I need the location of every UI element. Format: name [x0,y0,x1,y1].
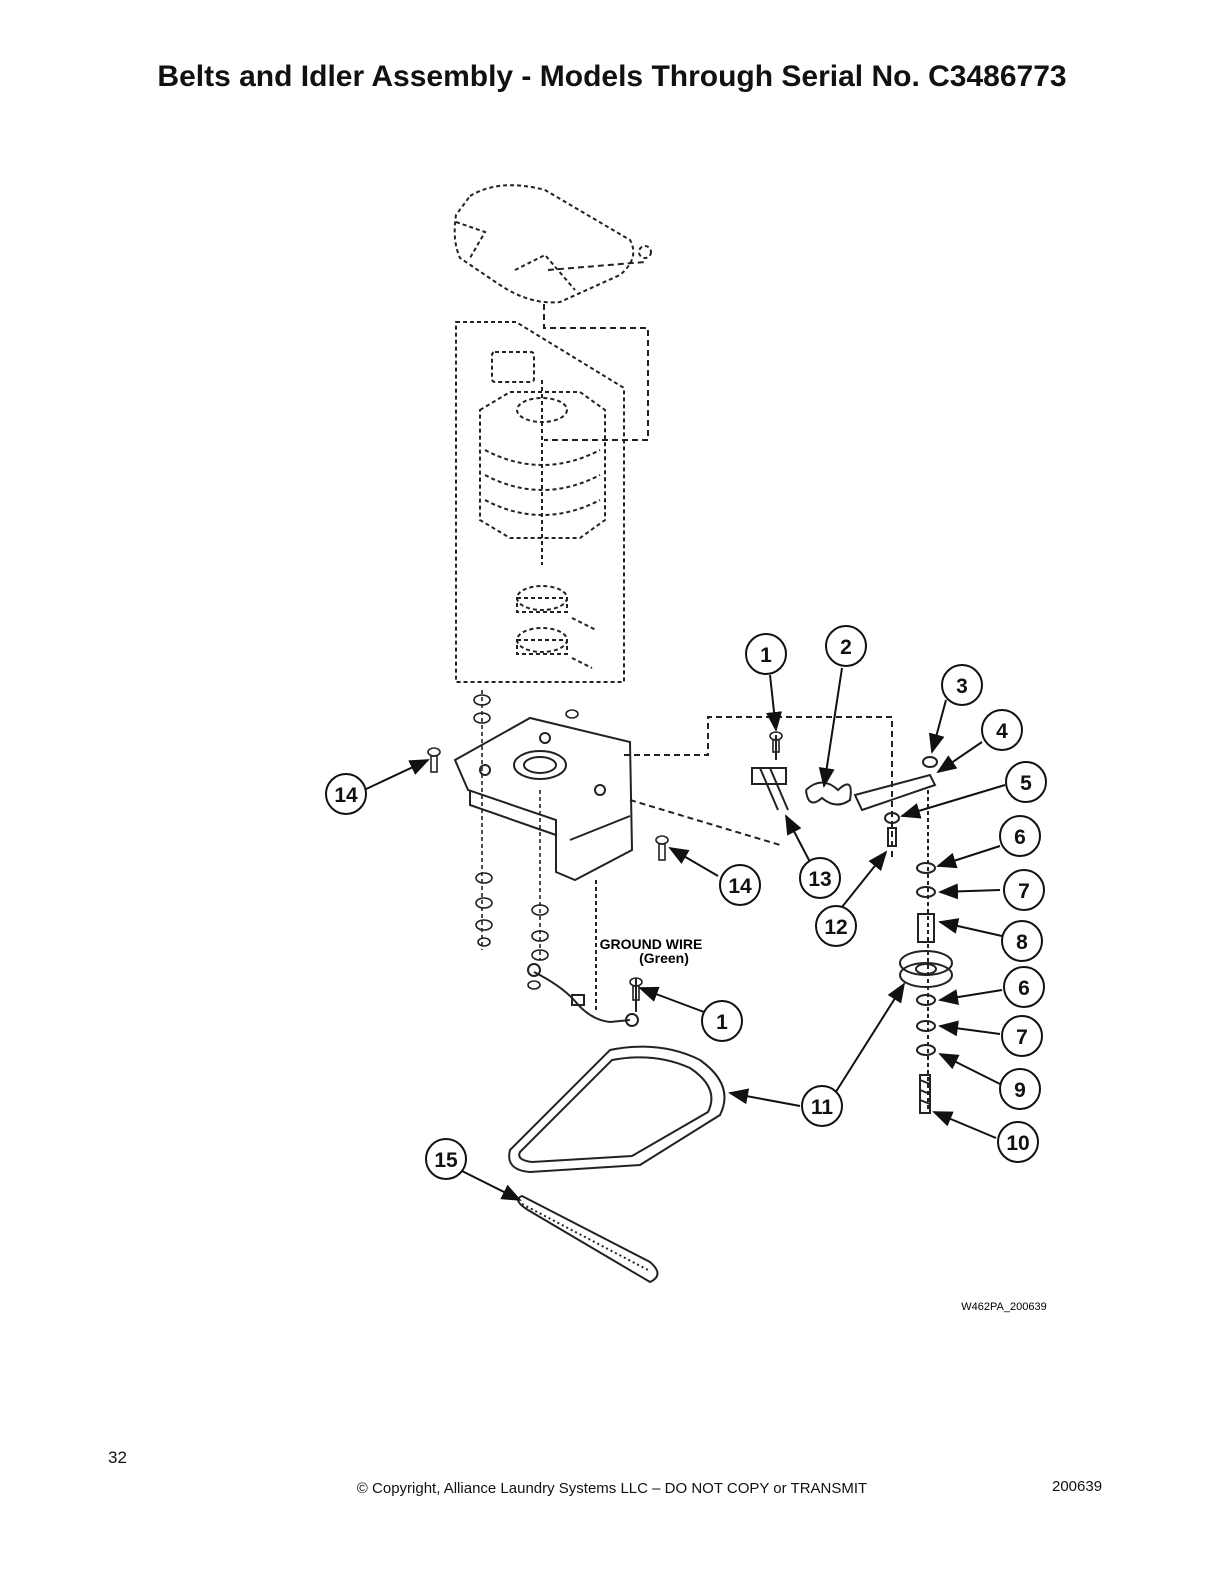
mount-screws [427,731,783,1001]
idler-pulley-stack [899,862,953,1114]
callout-5: 5 [1020,772,1032,795]
callout-3: 3 [956,675,968,698]
callout-10: 10 [1006,1132,1029,1155]
callout-2: 2 [840,636,852,659]
callout-14b: 14 [728,875,752,898]
ground-wire-color-label: (Green) [639,950,689,966]
document-number: 200639 [1052,1478,1103,1495]
callout-7b: 7 [1016,1026,1028,1049]
motor-assembly [455,304,649,683]
callout-6b: 6 [1018,977,1030,1000]
callout-15: 15 [434,1149,458,1172]
callout-1: 1 [760,644,772,667]
callout-8: 8 [1016,931,1028,954]
ground-wire-label: GROUND WIRE [600,936,703,952]
callout-7: 7 [1018,880,1030,903]
leader-lines [363,667,1006,1201]
drive-belt [508,1045,726,1174]
cog-belt [517,1194,659,1284]
grommet-stack [473,690,579,990]
callout-11: 11 [811,1096,834,1119]
ground-wire [527,880,639,1027]
callout-numbers: 1 2 3 4 5 6 7 8 6 7 9 10 11 12 13 14 14 … [334,636,1032,1172]
callout-13: 13 [808,868,831,891]
motor-cover [453,184,652,304]
callout-9: 9 [1014,1079,1026,1102]
idler-assembly [624,716,938,1110]
page-number: 32 [108,1448,127,1467]
callout-circles [325,625,1047,1180]
motor-mount-bracket [453,716,634,882]
page-title: Belts and Idler Assembly - Models Throug… [157,60,1067,93]
copyright-notice: © Copyright, Alliance Laundry Systems LL… [356,1480,868,1497]
callout-4: 4 [996,720,1008,743]
callout-1b: 1 [716,1011,728,1034]
callout-14: 14 [334,784,358,807]
callout-6: 6 [1014,826,1026,849]
callout-12: 12 [824,916,847,939]
drawing-number: W462PA_200639 [961,1301,1046,1313]
